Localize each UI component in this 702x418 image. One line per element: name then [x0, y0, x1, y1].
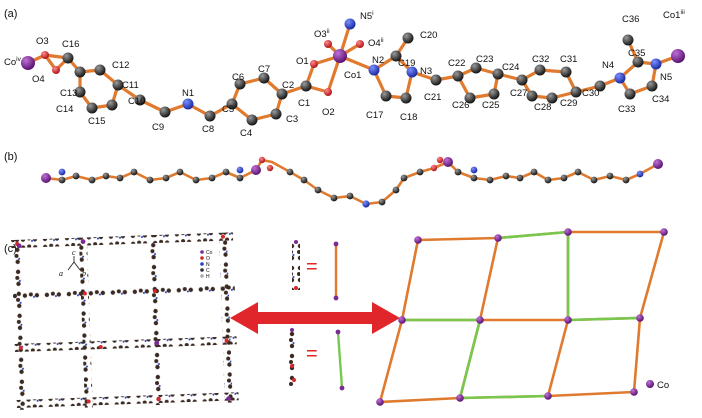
svg-text:C3: C3 [286, 114, 298, 125]
double-arrow [230, 302, 400, 334]
svg-text:N: N [206, 262, 210, 268]
svg-text:N5i: N5i [360, 10, 374, 22]
svg-text:Co1: Co1 [344, 70, 361, 81]
svg-text:C33: C33 [618, 104, 635, 115]
atoms-a [21, 18, 685, 126]
svg-text:O2: O2 [322, 107, 335, 118]
svg-text:C15: C15 [88, 116, 105, 127]
svg-text:C9: C9 [152, 122, 164, 133]
svg-text:C4: C4 [240, 128, 252, 139]
svg-text:Co: Co [206, 250, 213, 256]
svg-text:C19: C19 [398, 58, 415, 69]
svg-text:C34: C34 [652, 94, 669, 105]
svg-text:C18: C18 [400, 112, 417, 123]
svg-text:C17: C17 [366, 110, 383, 121]
crystal-axes: c a b [59, 248, 86, 278]
svg-text:=: = [306, 343, 318, 365]
svg-text:C36: C36 [622, 14, 639, 25]
svg-text:C28: C28 [534, 102, 551, 113]
svg-text:C5: C5 [222, 104, 234, 115]
atom-labels-a: Coiv O3 O4 C16 C12 C13 C11 C14 C10 C15 C… [4, 9, 685, 139]
svg-text:C31: C31 [560, 54, 577, 65]
packing-grid [10, 232, 239, 410]
svg-text:Co: Co [657, 380, 669, 391]
svg-text:C26: C26 [452, 100, 469, 111]
svg-text:O: O [206, 256, 210, 262]
svg-text:C6: C6 [232, 72, 244, 83]
svg-text:C8: C8 [202, 124, 214, 135]
svg-text:N3: N3 [420, 66, 432, 77]
svg-text:N1: N1 [182, 88, 194, 99]
svg-text:O3: O3 [36, 36, 49, 47]
panel-a-label: (a) [4, 8, 17, 20]
svg-text:C24: C24 [502, 62, 519, 73]
svg-text:C16: C16 [62, 39, 79, 50]
svg-text:C20: C20 [420, 30, 437, 41]
svg-text:C1: C1 [298, 98, 310, 109]
co-legend: Co [646, 380, 669, 391]
axis-b: b [82, 269, 86, 278]
svg-text:C27: C27 [510, 88, 527, 99]
svg-text:C35: C35 [628, 48, 645, 59]
svg-text:O4: O4 [32, 74, 45, 85]
molecule-b [41, 156, 663, 208]
svg-text:C11: C11 [122, 80, 139, 91]
linker-green-equivalence: = [288, 326, 345, 391]
svg-text:=: = [306, 256, 318, 278]
svg-text:Coiv: Coiv [4, 56, 22, 68]
svg-text:C10: C10 [128, 96, 145, 107]
svg-text:N4: N4 [602, 60, 614, 71]
svg-text:C12: C12 [112, 60, 129, 71]
svg-text:C7: C7 [258, 64, 270, 75]
svg-text:O4ii: O4ii [368, 37, 384, 49]
svg-text:C29: C29 [560, 98, 577, 109]
svg-text:C32: C32 [532, 54, 549, 65]
panel-b-label: (b) [4, 151, 17, 163]
svg-text:C23: C23 [476, 54, 493, 65]
svg-text:O1: O1 [296, 56, 309, 67]
svg-text:C30: C30 [582, 88, 599, 99]
svg-text:N2: N2 [372, 55, 384, 66]
topology-net [376, 228, 668, 406]
axis-a: a [59, 269, 63, 278]
linker-orange-equivalence: = [292, 240, 339, 301]
svg-text:N5: N5 [660, 72, 672, 83]
svg-text:C14: C14 [56, 104, 73, 115]
svg-text:C22: C22 [448, 58, 465, 69]
svg-text:H: H [206, 274, 210, 280]
svg-text:C2: C2 [282, 80, 294, 91]
svg-text:C25: C25 [482, 100, 499, 111]
svg-text:C13: C13 [60, 88, 77, 99]
svg-text:Co1iii: Co1iii [663, 9, 685, 21]
svg-text:O3ii: O3ii [314, 28, 330, 40]
svg-text:C21: C21 [424, 92, 441, 103]
axis-c: c [72, 248, 76, 257]
element-legend-small: Co O N C H [200, 250, 213, 280]
svg-text:C: C [206, 268, 210, 274]
